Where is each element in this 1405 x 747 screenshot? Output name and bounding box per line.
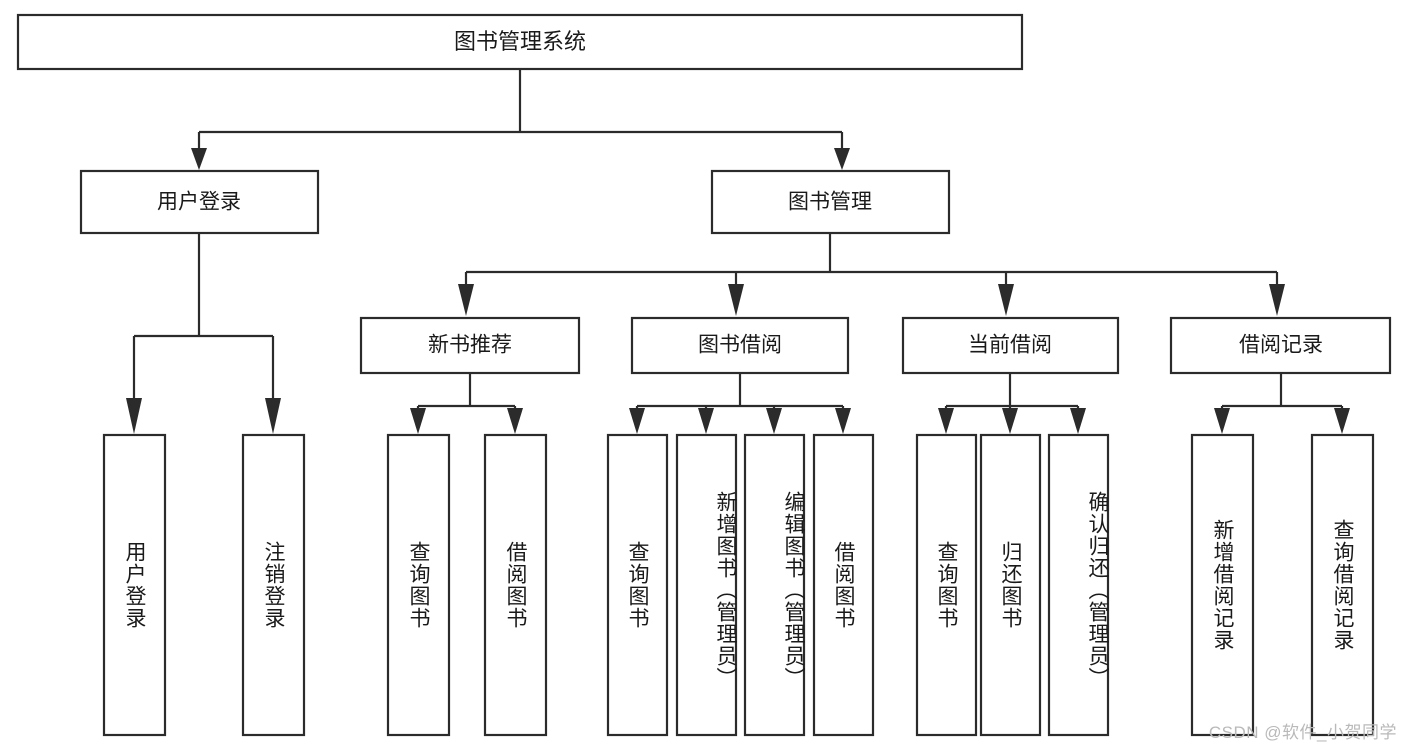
node-user-login[interactable]: 用户登录 bbox=[79, 169, 320, 235]
leaf-add-record-box[interactable] bbox=[1190, 433, 1255, 737]
node-new-book-recommend-label: 新书推荐 bbox=[428, 334, 512, 357]
connector-group-current-borrow bbox=[938, 373, 1086, 434]
leaf-edit-book-box[interactable] bbox=[743, 433, 806, 737]
arrow-head-leaf-add-book bbox=[698, 408, 714, 434]
node-user-login-box[interactable] bbox=[79, 169, 320, 235]
leaf-borrow-book-2-box[interactable] bbox=[812, 433, 875, 737]
arrow-head-current-borrow bbox=[998, 284, 1014, 316]
arrow-head-book-borrow bbox=[728, 284, 744, 316]
connector-group-borrow-record bbox=[1214, 373, 1350, 434]
arrow-head-leaf-query-book-2 bbox=[629, 408, 645, 434]
node-borrow-record-box[interactable] bbox=[1169, 316, 1392, 375]
node-book-management[interactable]: 图书管理 bbox=[710, 169, 951, 235]
leaf-return-book-box[interactable] bbox=[979, 433, 1042, 737]
connector-group-root bbox=[191, 69, 850, 170]
leaf-confirm-return-box[interactable] bbox=[1047, 433, 1110, 737]
connector-group-new-book-recommend bbox=[410, 373, 523, 434]
leaf-query-record-box[interactable] bbox=[1310, 433, 1375, 737]
leaf-borrow-book-1-box[interactable] bbox=[483, 433, 548, 737]
leaf-query-book-2-box[interactable] bbox=[606, 433, 669, 737]
csdn-watermark: CSDN @软件_小贺同学 bbox=[1208, 723, 1397, 742]
leaf-query-book-3-box[interactable] bbox=[915, 433, 978, 737]
node-root[interactable]: 图书管理系统 bbox=[16, 13, 1024, 71]
arrow-head-new-book-recommend bbox=[458, 284, 474, 316]
arrow-head-borrow-record bbox=[1269, 284, 1285, 316]
node-borrow-record[interactable]: 借阅记录 bbox=[1169, 316, 1392, 375]
leaf-user-login-box[interactable] bbox=[102, 433, 167, 737]
arrow-head-leaf-logout-login bbox=[265, 398, 281, 434]
node-current-borrow-box[interactable] bbox=[901, 316, 1120, 375]
node-borrow-record-label: 借阅记录 bbox=[1239, 334, 1323, 357]
arrow-head-leaf-edit-book bbox=[766, 408, 782, 434]
connector-group-user-login bbox=[126, 233, 281, 434]
arrow-head-leaf-confirm-return bbox=[1070, 408, 1086, 434]
arrow-head-user-login bbox=[191, 148, 207, 170]
node-root-label: 图书管理系统 bbox=[454, 29, 586, 54]
arrow-head-leaf-return-book bbox=[1002, 408, 1018, 434]
leaf-query-book-1-box[interactable] bbox=[386, 433, 451, 737]
arrow-head-leaf-user-login bbox=[126, 398, 142, 434]
connector-group-book-management bbox=[458, 233, 1285, 316]
arrow-head-leaf-query-book-1 bbox=[410, 408, 426, 434]
arrow-head-leaf-add-record bbox=[1214, 408, 1230, 434]
node-current-borrow-label: 当前借阅 bbox=[968, 334, 1052, 357]
arrow-head-leaf-borrow-book-1 bbox=[507, 408, 523, 434]
leaf-logout-login-box[interactable] bbox=[241, 433, 306, 737]
node-root-box[interactable] bbox=[16, 13, 1024, 71]
node-user-login-label: 用户登录 bbox=[157, 191, 241, 214]
node-book-management-box[interactable] bbox=[710, 169, 951, 235]
leaf-boxes bbox=[102, 433, 1375, 737]
node-current-borrow[interactable]: 当前借阅 bbox=[901, 316, 1120, 375]
node-book-management-label: 图书管理 bbox=[788, 191, 872, 214]
arrow-head-leaf-borrow-book-2 bbox=[835, 408, 851, 434]
node-book-borrow-box[interactable] bbox=[630, 316, 850, 375]
arrow-head-leaf-query-book-3 bbox=[938, 408, 954, 434]
arrow-head-leaf-query-record bbox=[1334, 408, 1350, 434]
node-new-book-recommend-box[interactable] bbox=[359, 316, 581, 375]
arrow-head-book-management bbox=[834, 148, 850, 170]
node-book-borrow-label: 图书借阅 bbox=[698, 334, 782, 357]
connector-group-book-borrow bbox=[629, 373, 851, 434]
leaf-add-book-box[interactable] bbox=[675, 433, 738, 737]
node-book-borrow[interactable]: 图书借阅 bbox=[630, 316, 850, 375]
node-new-book-recommend[interactable]: 新书推荐 bbox=[359, 316, 581, 375]
